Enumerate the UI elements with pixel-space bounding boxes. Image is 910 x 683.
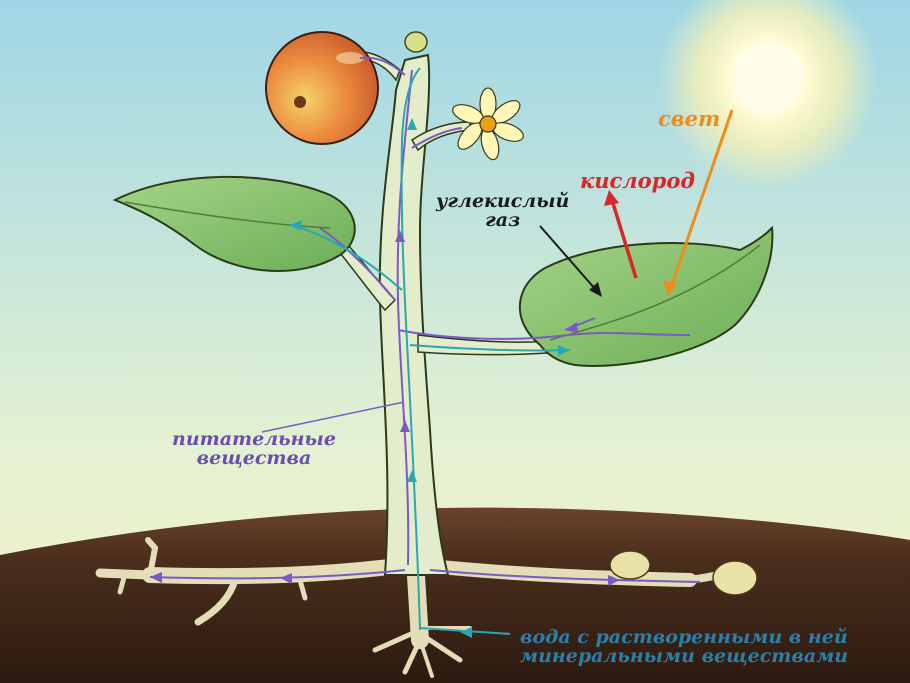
stem (378, 53, 450, 576)
water-paths (289, 67, 571, 635)
co2-arrow (539, 225, 602, 297)
water-label-line2: минеральными веществами (520, 645, 849, 667)
soil (0, 507, 910, 683)
oxygen-arrow (604, 190, 638, 279)
fruit-icon (265, 31, 379, 145)
co2-label: углекислый газ (436, 192, 569, 230)
nutrients-label-line2: вещества (196, 447, 312, 469)
sun-icon (658, 0, 878, 188)
co2-label-line2: газ (485, 209, 521, 231)
co2-label-line1: углекислый (436, 190, 570, 212)
light-label: свет (658, 106, 721, 131)
tubers (609, 550, 758, 596)
light-arrow (663, 109, 734, 296)
flower-icon (452, 87, 524, 161)
leaf-right (518, 225, 774, 367)
leaf-left (112, 175, 356, 272)
nutrients-label: питательные вещества (172, 430, 336, 468)
flow-arrowheads (150, 118, 620, 638)
roots (95, 537, 724, 678)
leaf-left-vein (124, 201, 331, 229)
nutrients-label-line1: питательные (172, 428, 336, 450)
oxygen-label: кислород (580, 168, 695, 193)
nutrients-pointer (261, 401, 405, 433)
water-label-line1: вода с растворенными в ней (520, 626, 848, 648)
water-label: вода с растворенными в ней минеральными … (520, 628, 848, 666)
bud (404, 31, 428, 53)
